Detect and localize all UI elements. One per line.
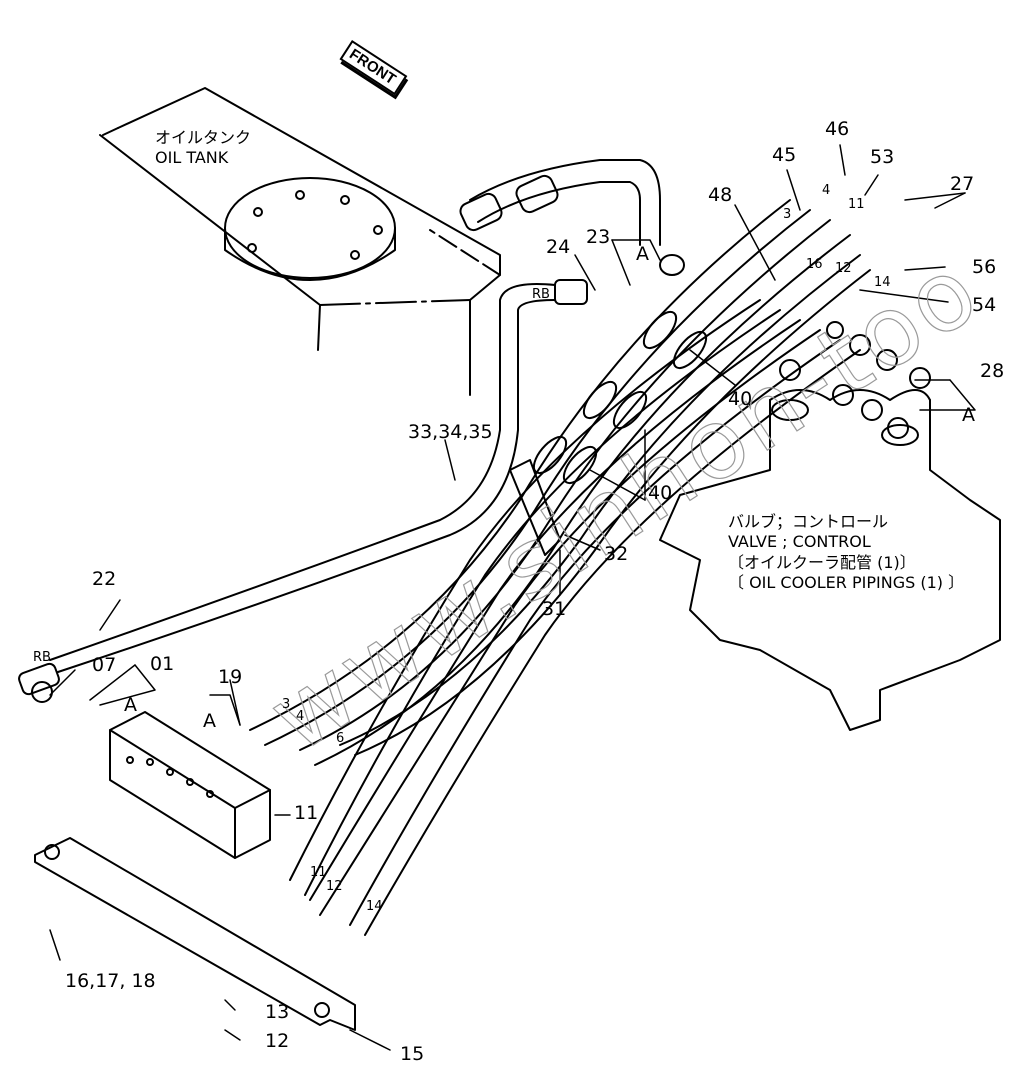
callout-A-19: A <box>203 710 216 732</box>
callout-46: 46 <box>825 118 850 140</box>
oil-tank <box>99 87 501 396</box>
callout-01: 01 <box>150 653 175 675</box>
control-valve <box>659 321 1001 731</box>
hose-tag-4-top: 4 <box>822 183 831 198</box>
callout-53: 53 <box>870 146 895 168</box>
callout-54: 54 <box>972 294 997 316</box>
callout-32: 32 <box>604 543 629 565</box>
callout-A-23: A <box>636 243 649 265</box>
callout-16-17-18: 16,17, 18 <box>65 970 156 992</box>
callout-15: 15 <box>400 1043 425 1065</box>
callout-13: 13 <box>265 1001 290 1023</box>
hose-tag-11: 11 <box>310 865 327 880</box>
bracket <box>34 837 356 1031</box>
callout-33-34-35: 33,34,35 <box>408 421 493 443</box>
callout-40-lower: 40 <box>648 482 673 504</box>
hose-tag-11-top: 11 <box>848 197 865 212</box>
control-valve-label: バルブ；コントロール VALVE ; CONTROL 〔オイルクーラ配管 (1)… <box>728 512 964 594</box>
callout-A-01: A <box>124 694 137 716</box>
callout-31: 31 <box>542 598 567 620</box>
oil-tank-label: オイルタンク OIL TANK <box>155 128 251 169</box>
callout-11: 11 <box>294 802 319 824</box>
hose-tag-16-top: 16 <box>806 257 823 272</box>
callout-24: 24 <box>546 236 571 258</box>
callout-12: 12 <box>265 1030 290 1052</box>
callout-22: 22 <box>92 568 117 590</box>
leader-lines <box>49 144 976 1051</box>
hose-tag-rb-left: RB <box>33 650 51 665</box>
callout-23: 23 <box>586 226 611 248</box>
oil-tank-label-jp: オイルタンク <box>155 128 252 147</box>
hose-tag-6: 6 <box>336 731 345 746</box>
hose-tag-3-top: 3 <box>783 207 792 222</box>
callout-19: 19 <box>218 666 243 688</box>
callout-28: 28 <box>980 360 1005 382</box>
hose-tag-12: 12 <box>326 879 343 894</box>
callout-45: 45 <box>772 144 797 166</box>
valve-label-jp: バルブ；コントロール <box>728 512 889 531</box>
hose-tag-14-top: 14 <box>874 275 891 290</box>
valve-label-en: VALVE ; CONTROL <box>728 532 871 552</box>
callout-27: 27 <box>950 173 975 195</box>
hose-22 <box>18 279 588 703</box>
callout-48: 48 <box>708 184 733 206</box>
callout-40-upper: 40 <box>728 388 753 410</box>
return-pipe <box>459 159 685 276</box>
valve-ref-jp: 〔オイルクーラ配管 (1)〕 <box>728 552 916 572</box>
hose-tag-14: 14 <box>366 899 383 914</box>
callout-56: 56 <box>972 256 997 278</box>
hose-tag-4: 4 <box>296 709 305 724</box>
callout-A-28: A <box>962 404 975 426</box>
hose-bundle <box>249 199 871 936</box>
callout-07: 07 <box>92 654 117 676</box>
hose-tag-rb-top: RB <box>532 287 550 302</box>
oil-tank-label-en: OIL TANK <box>155 148 229 168</box>
manifold-block <box>109 711 271 859</box>
hose-tag-12-top: 12 <box>835 261 852 276</box>
hose-tag-3: 3 <box>282 697 291 712</box>
valve-ref-en: 〔 OIL COOLER PIPINGS (1) 〕 <box>728 573 965 593</box>
